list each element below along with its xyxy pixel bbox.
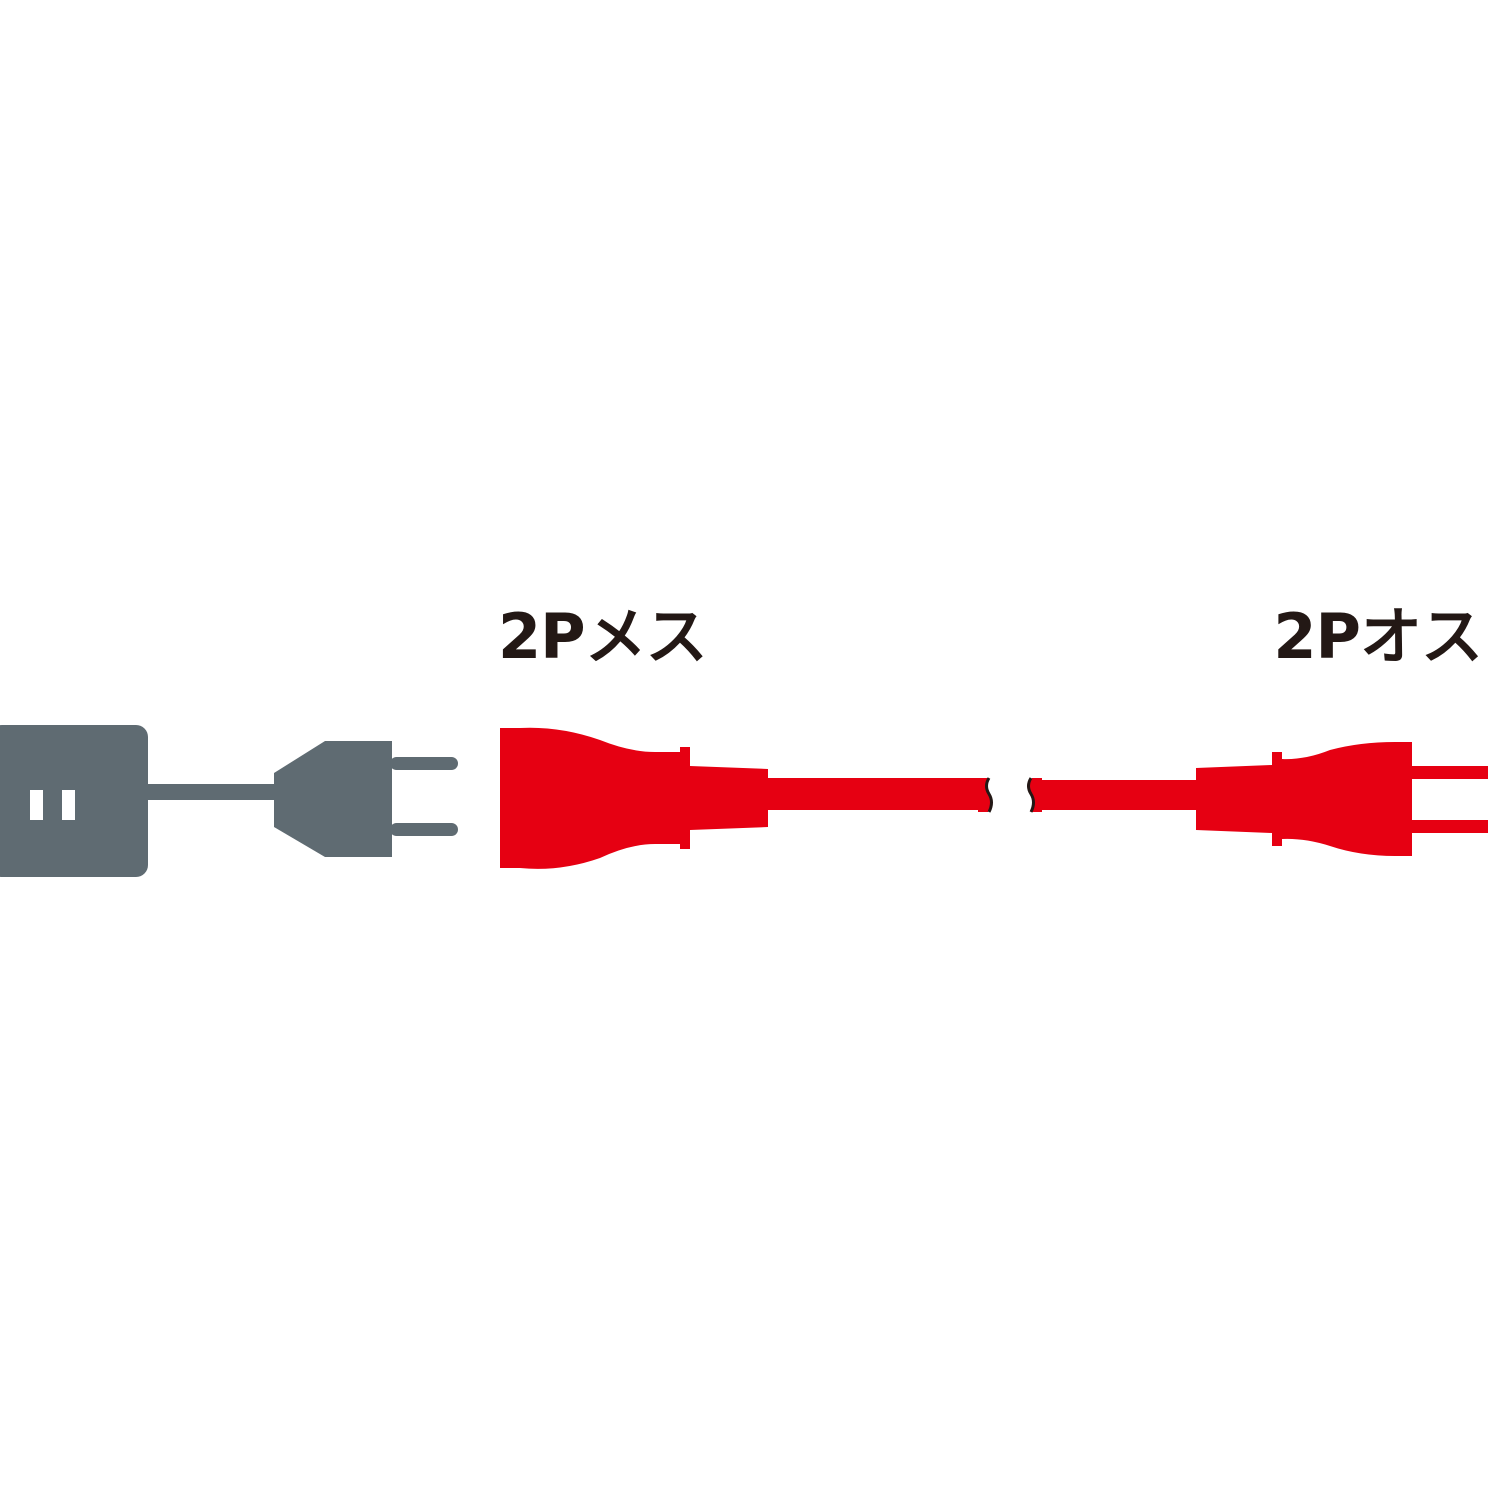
gray-cord	[146, 784, 278, 800]
cord-break-mark-right	[1027, 777, 1035, 813]
male-plug-label: 2Pオス	[1273, 600, 1483, 673]
cord-break-mark-left	[985, 777, 993, 813]
wall-outlet-icon	[0, 725, 148, 877]
red-cord-right	[1036, 780, 1198, 810]
two-prong-plug-icon	[274, 741, 458, 857]
female-connector-label: 2Pメス	[498, 600, 708, 673]
female-connector-icon	[500, 727, 768, 869]
cord-break-left	[978, 778, 991, 812]
male-plug-icon	[1196, 742, 1488, 856]
red-cord-left	[766, 778, 984, 810]
